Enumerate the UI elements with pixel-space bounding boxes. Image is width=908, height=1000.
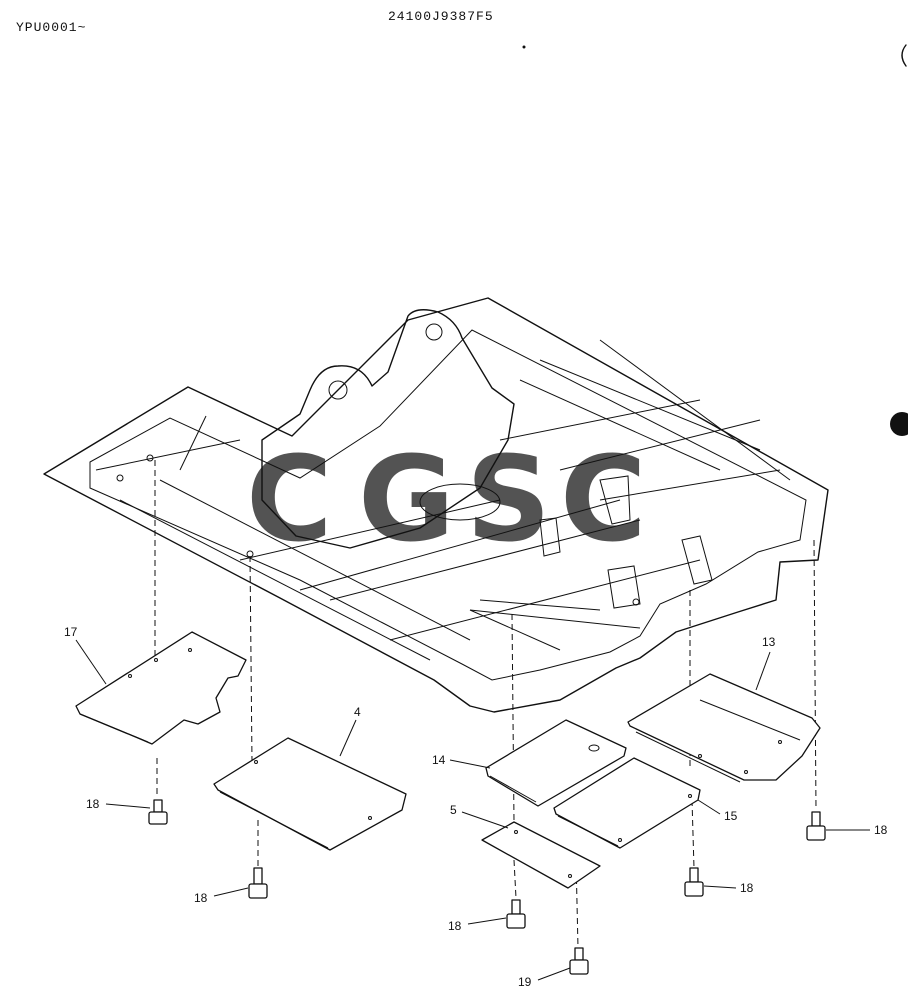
callout-14: 14 bbox=[432, 753, 446, 767]
watermark-logo: C G S C bbox=[246, 430, 647, 568]
cover-plate-4 bbox=[213, 737, 407, 851]
drawing-number: 24100J9387F5 bbox=[388, 9, 494, 24]
drawing-code-left: YPU0001~ bbox=[16, 20, 87, 35]
callout-5: 5 bbox=[450, 803, 457, 817]
bolt-18-a bbox=[148, 799, 168, 825]
bolt-18-e bbox=[806, 811, 826, 841]
bolt-18-c bbox=[506, 899, 526, 929]
watermark-letter-c1: C bbox=[246, 430, 333, 568]
bolt-18-d bbox=[684, 867, 704, 897]
callout-18-c: 18 bbox=[448, 919, 462, 933]
bolt-18-b bbox=[248, 867, 268, 899]
callout-18-b: 18 bbox=[194, 891, 208, 905]
callout-4: 4 bbox=[354, 705, 361, 719]
leader-lines bbox=[75, 639, 870, 981]
watermark-letter-s: S bbox=[466, 430, 551, 568]
cover-plate-5 bbox=[481, 821, 601, 889]
cover-plate-17 bbox=[75, 631, 247, 745]
callout-19: 19 bbox=[518, 975, 532, 989]
callout-17: 17 bbox=[64, 625, 78, 639]
watermark-letter-g: G bbox=[358, 430, 455, 568]
upper-frame bbox=[43, 297, 829, 713]
callout-18-d: 18 bbox=[740, 881, 754, 895]
callout-13: 13 bbox=[762, 635, 776, 649]
callout-15: 15 bbox=[724, 809, 738, 823]
watermark-letter-c2: C bbox=[560, 430, 647, 568]
speck bbox=[522, 45, 526, 49]
bolt-19 bbox=[569, 947, 589, 975]
edge-mark-right bbox=[890, 412, 908, 436]
callout-18-a: 18 bbox=[86, 797, 100, 811]
cover-plate-13 bbox=[627, 673, 821, 783]
callout-18-e: 18 bbox=[874, 823, 888, 837]
cover-plate-14 bbox=[485, 719, 627, 807]
edge-mark-top-right bbox=[901, 44, 907, 67]
